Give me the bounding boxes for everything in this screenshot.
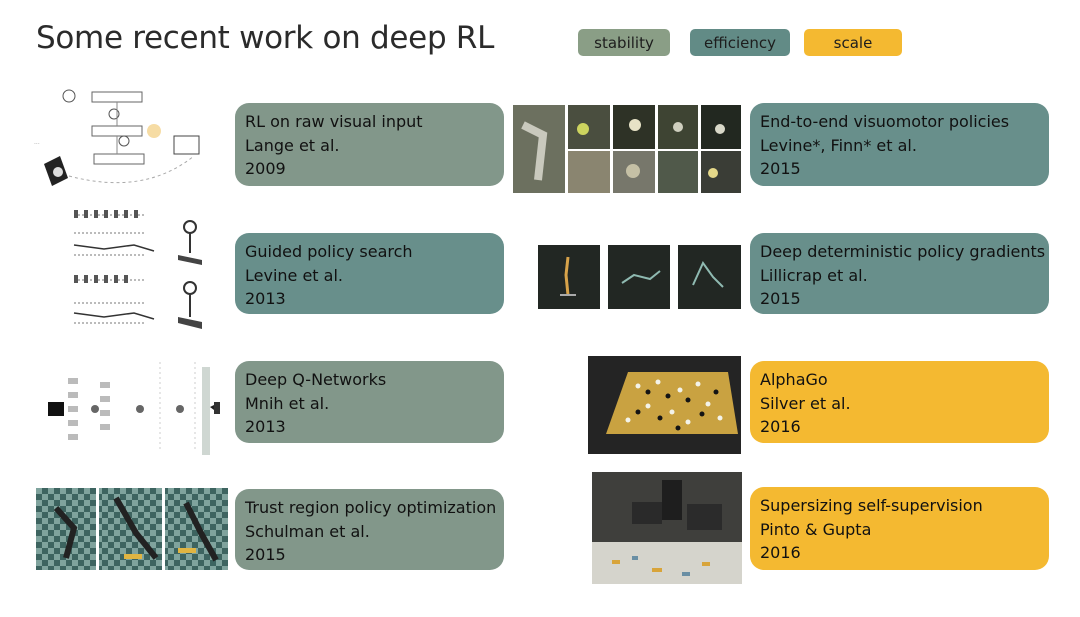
trpo-walker-images — [36, 488, 228, 570]
slide-title: Some recent work on deep RL — [36, 20, 495, 56]
work-year: 2009 — [245, 159, 286, 178]
work-year: 2016 — [760, 543, 801, 562]
work-title: Guided policy search — [245, 242, 413, 261]
work-title: AlphaGo — [760, 370, 828, 389]
guided-policy-search-figure — [73, 210, 202, 329]
work-year: 2013 — [245, 417, 286, 436]
work-authors: Levine*, Finn* et al. — [760, 135, 917, 155]
legend-stability: stability — [578, 29, 670, 56]
work-authors: Pinto & Gupta — [760, 519, 872, 539]
work-title: Deep Q-Networks — [245, 370, 387, 389]
work-title: RL on raw visual input — [245, 112, 423, 131]
visuomotor-robot-images — [513, 105, 741, 193]
work-authors: Lillicrap et al. — [760, 265, 868, 285]
svg-text:···: ··· — [34, 141, 40, 148]
legend-efficiency: efficiency — [690, 29, 790, 56]
work-year: 2015 — [760, 159, 801, 178]
work-year: 2016 — [760, 417, 801, 436]
work-card-visuomotor-policies: End-to-end visuomotor policies Levine*, … — [750, 103, 1049, 186]
work-title: End-to-end visuomotor policies — [760, 112, 1010, 131]
work-authors: Lange et al. — [245, 135, 340, 155]
dqn-network-diagram — [48, 362, 220, 455]
supersizing-robot-image — [592, 472, 742, 584]
alphago-board-image — [588, 356, 741, 454]
ddpg-simulation-frames — [538, 245, 741, 309]
work-card-supersizing: Supersizing self-supervision Pinto & Gup… — [750, 487, 1049, 570]
work-authors: Schulman et al. — [245, 521, 370, 541]
work-card-raw-visual-input: RL on raw visual input Lange et al. 2009 — [235, 103, 504, 186]
legend-scale: scale — [804, 29, 902, 56]
work-title: Trust region policy optimization — [245, 498, 497, 517]
work-authors: Mnih et al. — [245, 393, 330, 413]
work-authors: Levine et al. — [245, 265, 343, 285]
work-year: 2015 — [760, 289, 801, 308]
work-card-guided-policy-search: Guided policy search Levine et al. 2013 — [235, 233, 504, 314]
raw-visual-input-diagram: ··· — [24, 86, 224, 194]
work-title: Supersizing self-supervision — [760, 496, 983, 515]
work-year: 2013 — [245, 289, 286, 308]
work-year: 2015 — [245, 545, 286, 564]
work-authors: Silver et al. — [760, 393, 851, 413]
work-card-ddpg: Deep deterministic policy gradients Lill… — [750, 233, 1049, 314]
work-card-alphago: AlphaGo Silver et al. 2016 — [750, 361, 1049, 443]
work-card-deep-q-networks: Deep Q-Networks Mnih et al. 2013 — [235, 361, 504, 443]
work-card-trpo: Trust region policy optimization Schulma… — [235, 489, 504, 570]
work-title: Deep deterministic policy gradients — [760, 242, 1046, 261]
